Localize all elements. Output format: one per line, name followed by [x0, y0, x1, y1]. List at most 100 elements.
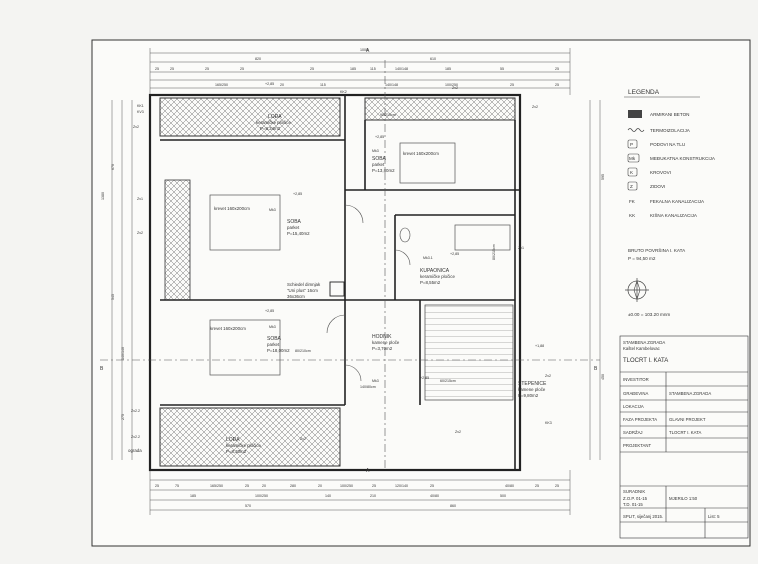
bottom-r2-4: 210 [370, 494, 376, 498]
svg-text:P=3,70m2: P=3,70m2 [372, 346, 393, 351]
bottom-dim-7: 20 [318, 484, 322, 488]
zv-mark-3: Zv2.2 [131, 409, 140, 413]
side-dim-1: 1380 [101, 192, 105, 200]
loggia-bottom [159, 407, 341, 467]
tb-investor-label: INVESTITOR [623, 377, 649, 382]
tb-designer-label: PROJEKTANT [623, 443, 651, 448]
elevation-1: +2,85 [265, 82, 274, 86]
bottom-r2-1: 185 [190, 494, 196, 498]
wardrobe-hatch [164, 179, 191, 301]
legend-title: LEGENDA [628, 89, 660, 96]
legend: LEGENDA ARMIRANI BETON TERMOIZOLACIJA P … [624, 89, 716, 317]
tb-project-line1: STAMBENA ZGRADA [623, 340, 665, 345]
svg-text:36x36cm: 36x36cm [287, 294, 305, 299]
top-dim-3: 25 [205, 67, 209, 71]
svg-text:"Uni plus" 16cm: "Uni plus" 16cm [287, 288, 318, 293]
bottom-dim-10: 120/140 [395, 484, 408, 488]
svg-text:P=8,30m2: P=8,30m2 [226, 449, 247, 454]
bottom-dim-12: 40/80 [505, 484, 514, 488]
legend-label-floors: PODOVI NA TLU [650, 142, 685, 147]
top-dimension-lines [149, 48, 571, 95]
legend-label-slabs: MEĐUKATNA KONSTRUKCIJA [650, 156, 716, 161]
chimney [329, 281, 345, 297]
top-dim-r2-7: 25 [555, 83, 559, 87]
zv-mark-1: Zv2 [133, 125, 139, 129]
svg-text:keramičke pločice: keramičke pločice [256, 120, 291, 125]
svg-text:krevet 160x200cm: krevet 160x200cm [403, 151, 439, 156]
bottom-dim-9: 25 [372, 484, 376, 488]
top-dim-11: 25 [555, 67, 559, 71]
elevation-4: +2,85 [450, 252, 459, 256]
svg-text:P=13,80m2: P=13,80m2 [372, 168, 395, 173]
room-stairs: STEPENICE kamene ploče P=9,80m2 [518, 381, 547, 398]
room-bedroom-2: SOBA parket P=15,40m2 krevet 160x200cm [214, 206, 310, 236]
zv-mark-11: Zv2 [300, 437, 306, 441]
elevation-7: +2,85 [420, 376, 429, 380]
door-size-5: 140/80cm [360, 385, 376, 389]
bed-room-1 [399, 142, 456, 184]
bottom-r2-3: 140 [325, 494, 331, 498]
top-dim-7: 115 [370, 67, 376, 71]
bottom-dim-3: 165/250 [210, 484, 223, 488]
tb-building-label: GRAĐEVINA [623, 391, 648, 396]
bed-room-3 [209, 319, 281, 376]
svg-text:SOBA: SOBA [267, 336, 282, 342]
legend-sym-mk: Mk [629, 156, 636, 161]
bottom-dim-6: 280 [290, 484, 296, 488]
legend-sym-p: P [630, 142, 633, 147]
top-dim-5: 25 [310, 67, 314, 71]
top-dim-r2-1: 165/250 [215, 83, 228, 87]
code-mk3-2: Mk3 [269, 208, 276, 212]
svg-text:krevet 160x200cm: krevet 160x200cm [210, 326, 246, 331]
code-kk2: KK2 [340, 90, 347, 94]
bottom-dim-14: 25 [555, 484, 559, 488]
door-size-1: 90/215cm [380, 113, 396, 117]
legend-label-roofs: KROVOVI [650, 170, 671, 175]
legend-sym-kk: KK [629, 213, 636, 218]
svg-text:STEPENICE: STEPENICE [518, 381, 547, 387]
tb-building-value: STAMBENA ZGRADA [669, 391, 711, 396]
tb-phase-value: GLAVNI PROJEKT [669, 417, 706, 422]
side-dimension-lines [111, 100, 601, 460]
overall-width-dim: 1000 [360, 48, 368, 52]
side-dim-3: 545 [111, 294, 115, 300]
tb-location-label: LOKACIJA [623, 404, 644, 409]
top-dim-r2-6: 25 [510, 83, 514, 87]
bottom-dim-2: 75 [175, 484, 179, 488]
top-dim-9: 185 [445, 67, 451, 71]
room-bedroom-1: SOBA parket P=13,80m2 krevet 160x200cm [372, 151, 439, 173]
code-mk3-4: Mk3 [372, 379, 379, 383]
loggia-top [159, 97, 341, 137]
top-dim-10: 55 [500, 67, 504, 71]
legend-label-walls: ZIDOVI [650, 184, 665, 189]
bottom-dimension-lines [149, 470, 571, 515]
row-width-b: 610 [430, 57, 436, 61]
legend-sym-k: K [630, 170, 634, 175]
code-mk3-3: Mk3 [269, 325, 276, 329]
bottom-dim-13: 25 [535, 484, 539, 488]
elevation-2: +2,85 [375, 135, 384, 139]
axis-b-left: B [100, 366, 104, 372]
staircase [424, 304, 514, 401]
svg-text:KUPAONICA: KUPAONICA [420, 268, 450, 274]
room-bedroom-3: SOBA parket P=18,00m2 krevet 160x200cm [210, 326, 290, 353]
svg-text:Schiedel dimnjak: Schiedel dimnjak [287, 282, 321, 287]
bottom-r2-5: 40/80 [430, 494, 439, 498]
area-value: P = 94,50 m2 [628, 256, 656, 261]
code-kv3: KV3 [137, 110, 144, 114]
room-loggia-bottom: LOĐA keramičke pločice P=8,30m2 [226, 437, 261, 454]
axis-a-bottom: A [366, 468, 370, 474]
bottom-total-1: 570 [245, 504, 251, 508]
legend-label-concrete: ARMIRANI BETON [650, 112, 689, 117]
legend-label-insulation: TERMOIZOLACIJA [650, 128, 691, 133]
chimney-note: Schiedel dimnjak "Uni plus" 16cm 36x36cm [287, 282, 321, 299]
axis-a-top: A [366, 48, 370, 54]
top-dim-4: 25 [240, 67, 244, 71]
floor-plan [100, 48, 601, 515]
zv-mark-2: Zv1 [137, 197, 143, 201]
svg-text:parket: parket [372, 162, 385, 167]
zv-mark-9: Zv2 [455, 430, 461, 434]
tb-zop: Z.O.P. 01-15 [623, 496, 648, 501]
zv-mark-8: Zv1 [518, 246, 524, 250]
area-label: BRUTO POVRŠINA I. KATA [628, 247, 686, 253]
